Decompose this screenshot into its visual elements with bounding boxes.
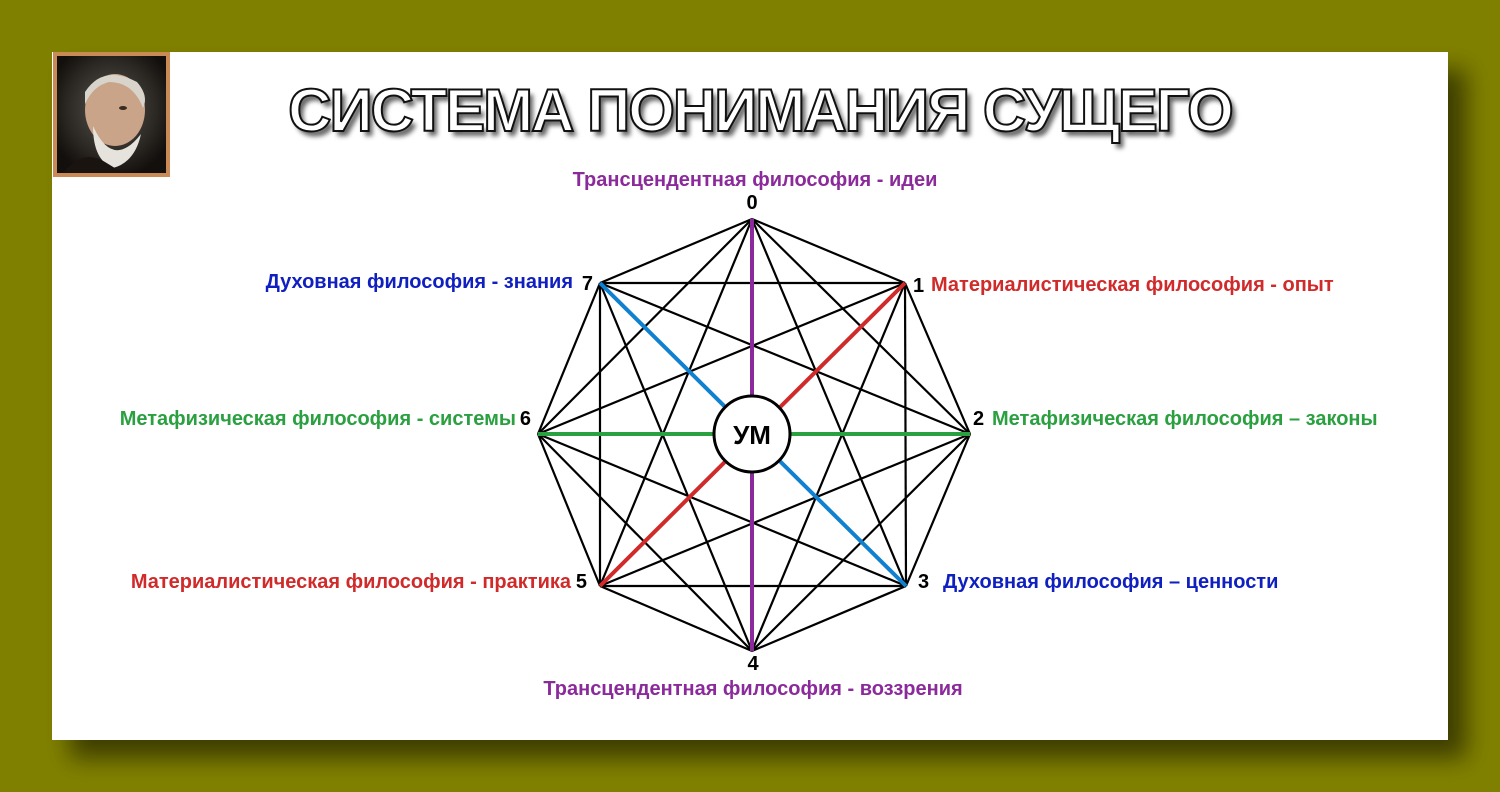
node-number-2: 2 (973, 408, 984, 430)
edge-0-1 (751, 217, 906, 285)
center-label: УМ (733, 420, 771, 450)
node-label-6: Метафизическая философия - системы (120, 408, 516, 430)
edge-4-5 (599, 584, 753, 653)
edge-3-4 (751, 584, 907, 653)
node-number-5: 5 (576, 571, 587, 593)
edge-1-2 (903, 282, 972, 435)
node-number-0: 0 (746, 192, 757, 214)
edge-5-6 (536, 433, 602, 587)
center-circle (712, 394, 792, 474)
portrait-image (57, 56, 166, 173)
node-number-1: 1 (913, 275, 924, 297)
node-label-0: Трансцендентная философия - идеи (573, 169, 938, 191)
node-label-4: Трансцендентная философия - воззрения (543, 678, 962, 700)
edge-1-4 (750, 282, 907, 652)
node-label-2: Метафизическая философия – законы (992, 408, 1378, 430)
node-label-3: Духовная философия – ценности (943, 571, 1278, 593)
edge-4-7 (598, 282, 754, 652)
node-label-1: Материалистическая философия - опыт (931, 274, 1334, 296)
edge-2-3 (904, 433, 972, 587)
edge-0-5 (598, 218, 754, 587)
node-label-7: Духовная философия - знания (266, 271, 573, 293)
edge-6-7 (536, 282, 602, 435)
node-number-4: 4 (747, 653, 759, 675)
edge-2-7 (599, 281, 971, 436)
page-title: СИСТЕМА ПОНИМАНИЯ СУЩЕГО (287, 76, 1235, 145)
edge-0-3 (750, 218, 908, 587)
node-number-7: 7 (582, 273, 593, 295)
node-number-3: 3 (918, 571, 929, 593)
author-portrait (53, 52, 170, 177)
node-number-6: 6 (520, 408, 531, 430)
node-label-5: Материалистическая философия - практика (131, 571, 572, 593)
edge-0-7 (599, 217, 753, 285)
